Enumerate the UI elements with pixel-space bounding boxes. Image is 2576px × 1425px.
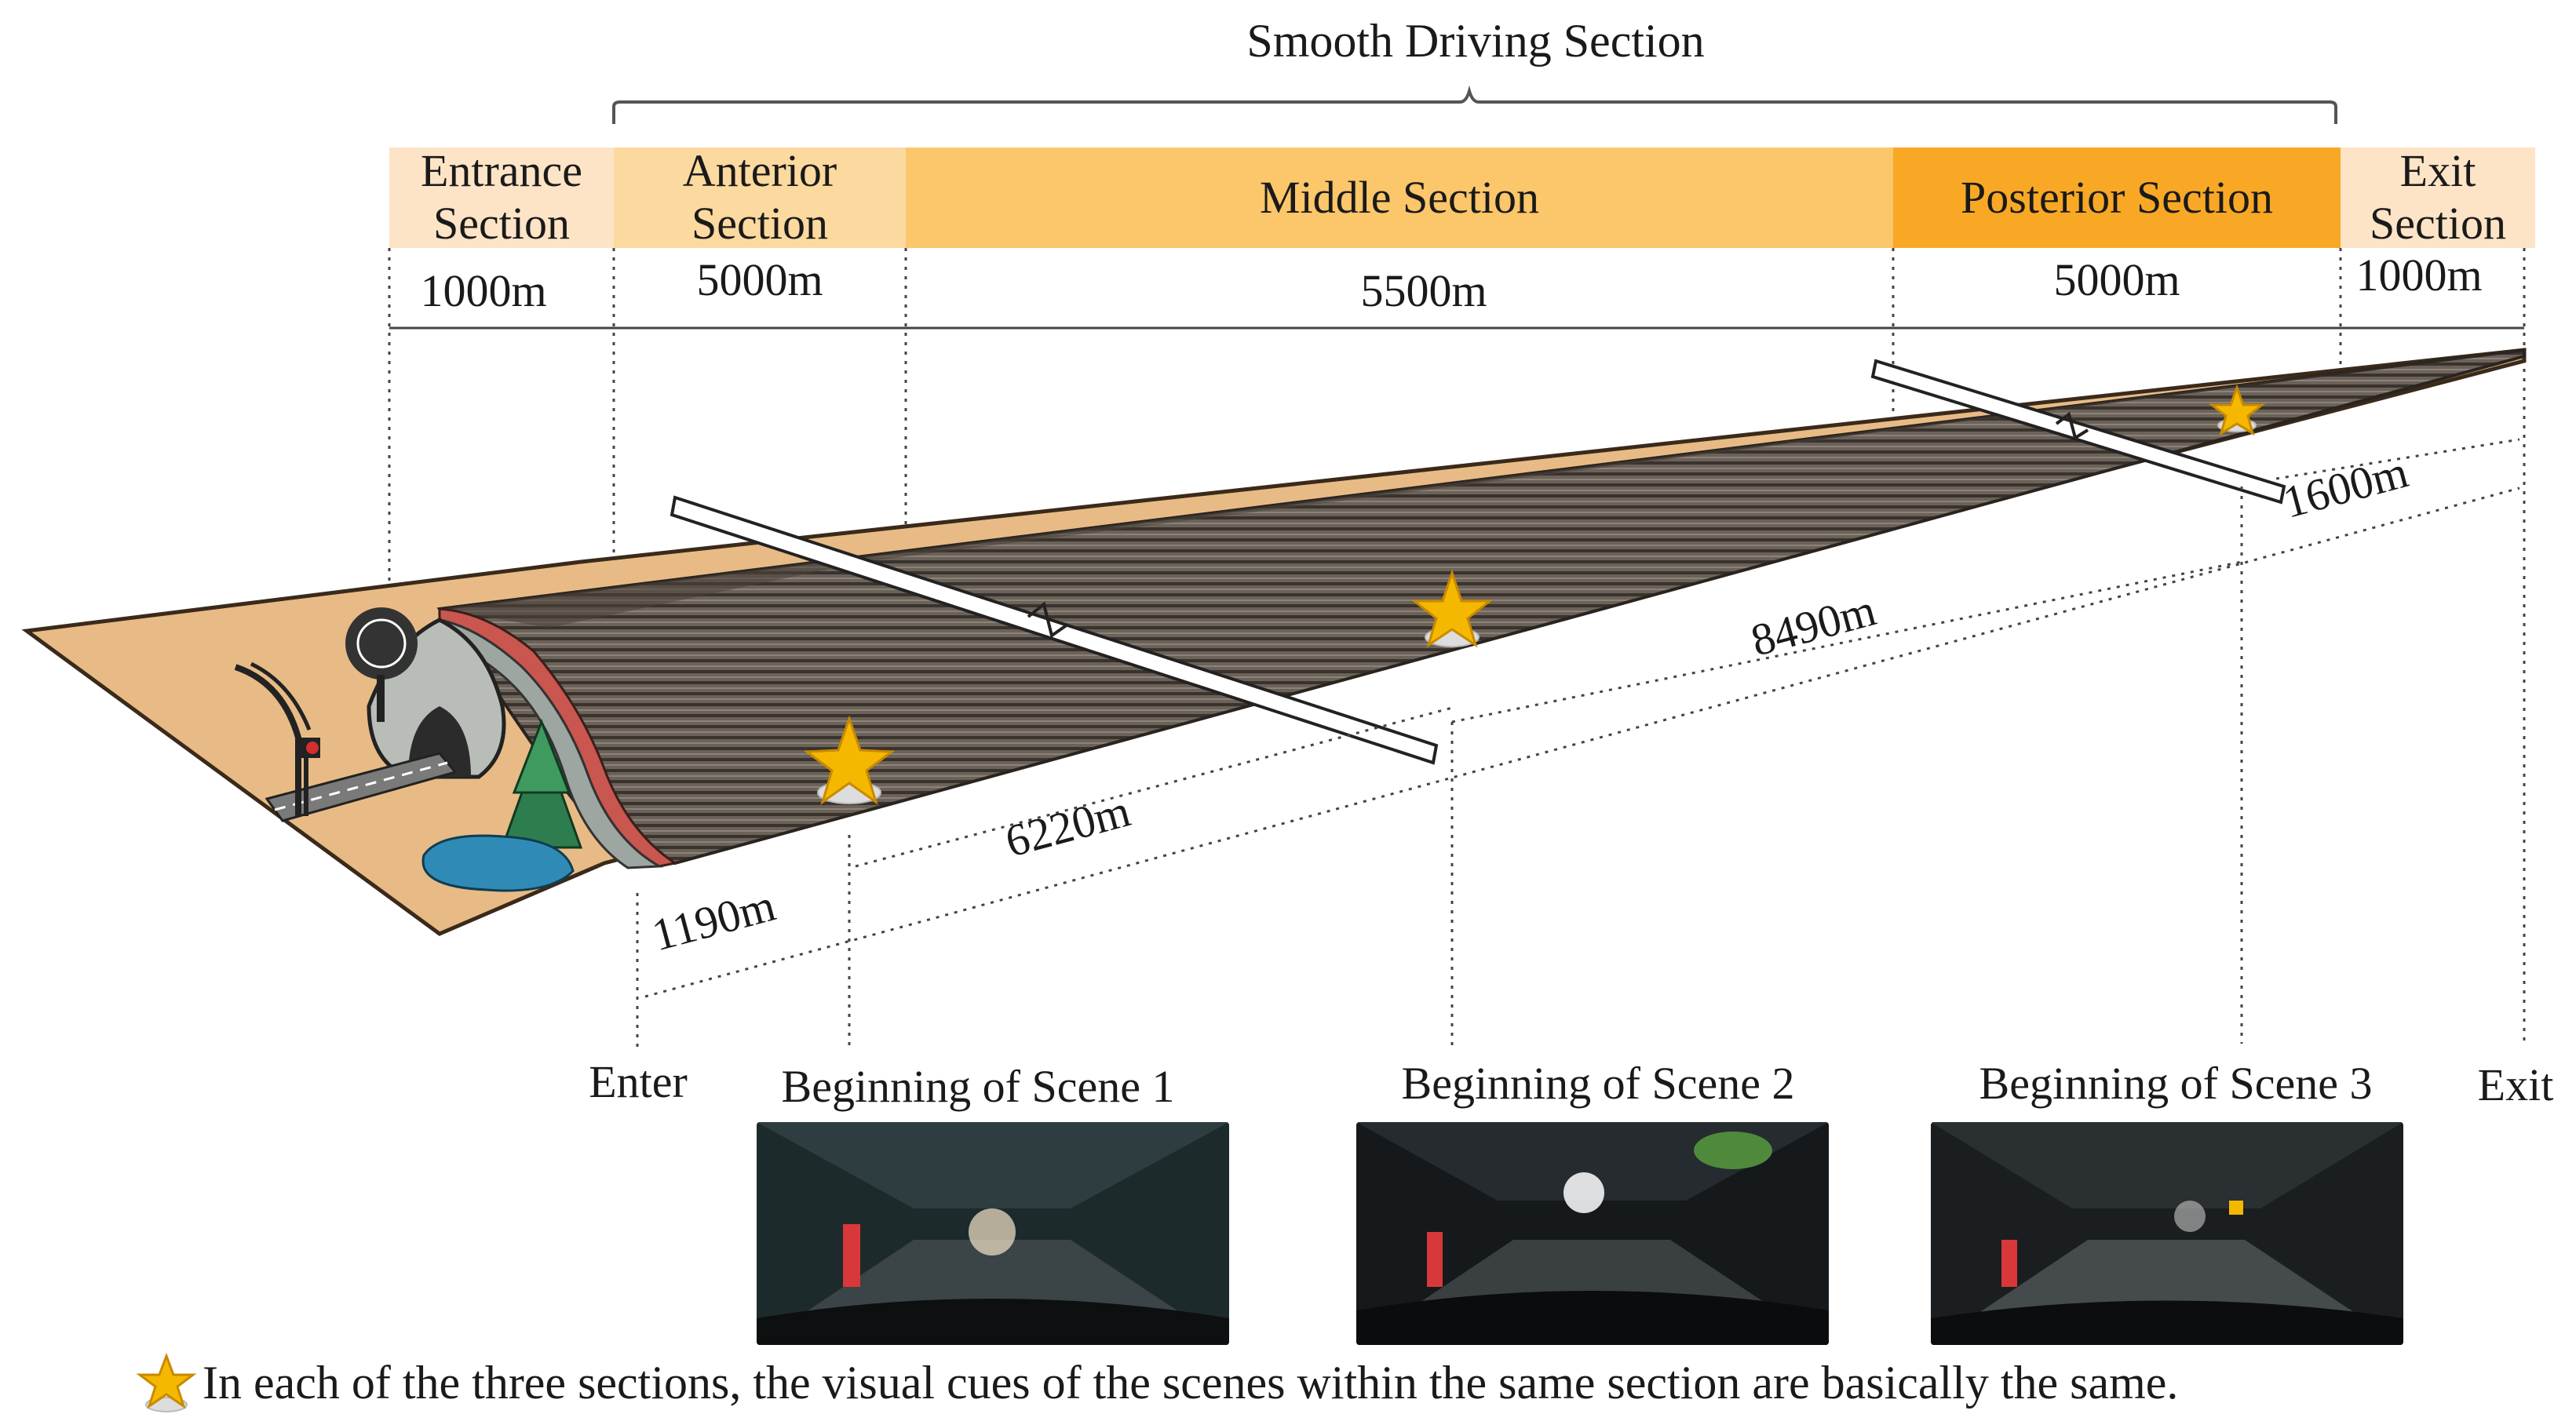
approach-road [265, 752, 458, 822]
pond [421, 834, 575, 892]
lamp-post-icon-2 [250, 661, 312, 731]
anterior-length: 5000m [696, 254, 823, 305]
star-icon-scene3 [2208, 384, 2266, 436]
middle-section-band: Middle Section [906, 148, 1893, 248]
section-boundaries [388, 248, 2526, 589]
scene2-label: Beginning of Scene 2 [1401, 1058, 1795, 1109]
anterior-section-band: Anterior Section [614, 145, 906, 249]
posterior-section-band: Posterior Section [1893, 148, 2341, 248]
marker-drops [636, 369, 2526, 1051]
break-marker-1 [670, 495, 1439, 765]
anterior-section-label: Anterior Section [682, 145, 837, 249]
lamp-post-icon [234, 664, 301, 816]
exit-length: 1000m [2355, 250, 2483, 301]
scene1-photo [757, 1122, 1229, 1345]
tunnel-rock-top [440, 350, 2524, 628]
middle-length: 5500m [1360, 265, 1487, 316]
exit-label: Exit [2477, 1059, 2554, 1110]
entrance-length: 1000m [420, 265, 547, 316]
scene3-photo [1931, 1122, 2403, 1345]
scene2-photo [1356, 1122, 1829, 1345]
distance-lines [644, 438, 2520, 998]
entrance-section-band: Entrance Section [389, 145, 614, 249]
footnote-text: In each of the three sections, the visua… [203, 1357, 2179, 1409]
diagram-title: Smooth Driving Section [1246, 15, 1705, 67]
star-icon-scene1 [803, 715, 896, 805]
entrance-section-label: Entrance Section [420, 145, 583, 249]
scene3-label: Beginning of Scene 3 [1979, 1058, 2373, 1109]
middle-section-label: Middle Section [1259, 171, 1539, 223]
posterior-length: 5000m [2053, 254, 2180, 305]
tree-icon [345, 607, 418, 722]
posterior-section-label: Posterior Section [1961, 171, 2273, 223]
title-brace [612, 85, 2337, 124]
star-icon-footnote [136, 1352, 197, 1412]
break-marker-2 [1870, 359, 2286, 505]
star-icon-scene2 [1410, 569, 1494, 648]
scene1-label: Beginning of Scene 1 [781, 1061, 1175, 1112]
exit-section-label: Exit Section [2370, 145, 2506, 249]
exit-section-band: Exit Section [2341, 145, 2535, 249]
pine-tree-icon [500, 718, 583, 849]
enter-label: Enter [589, 1056, 688, 1107]
